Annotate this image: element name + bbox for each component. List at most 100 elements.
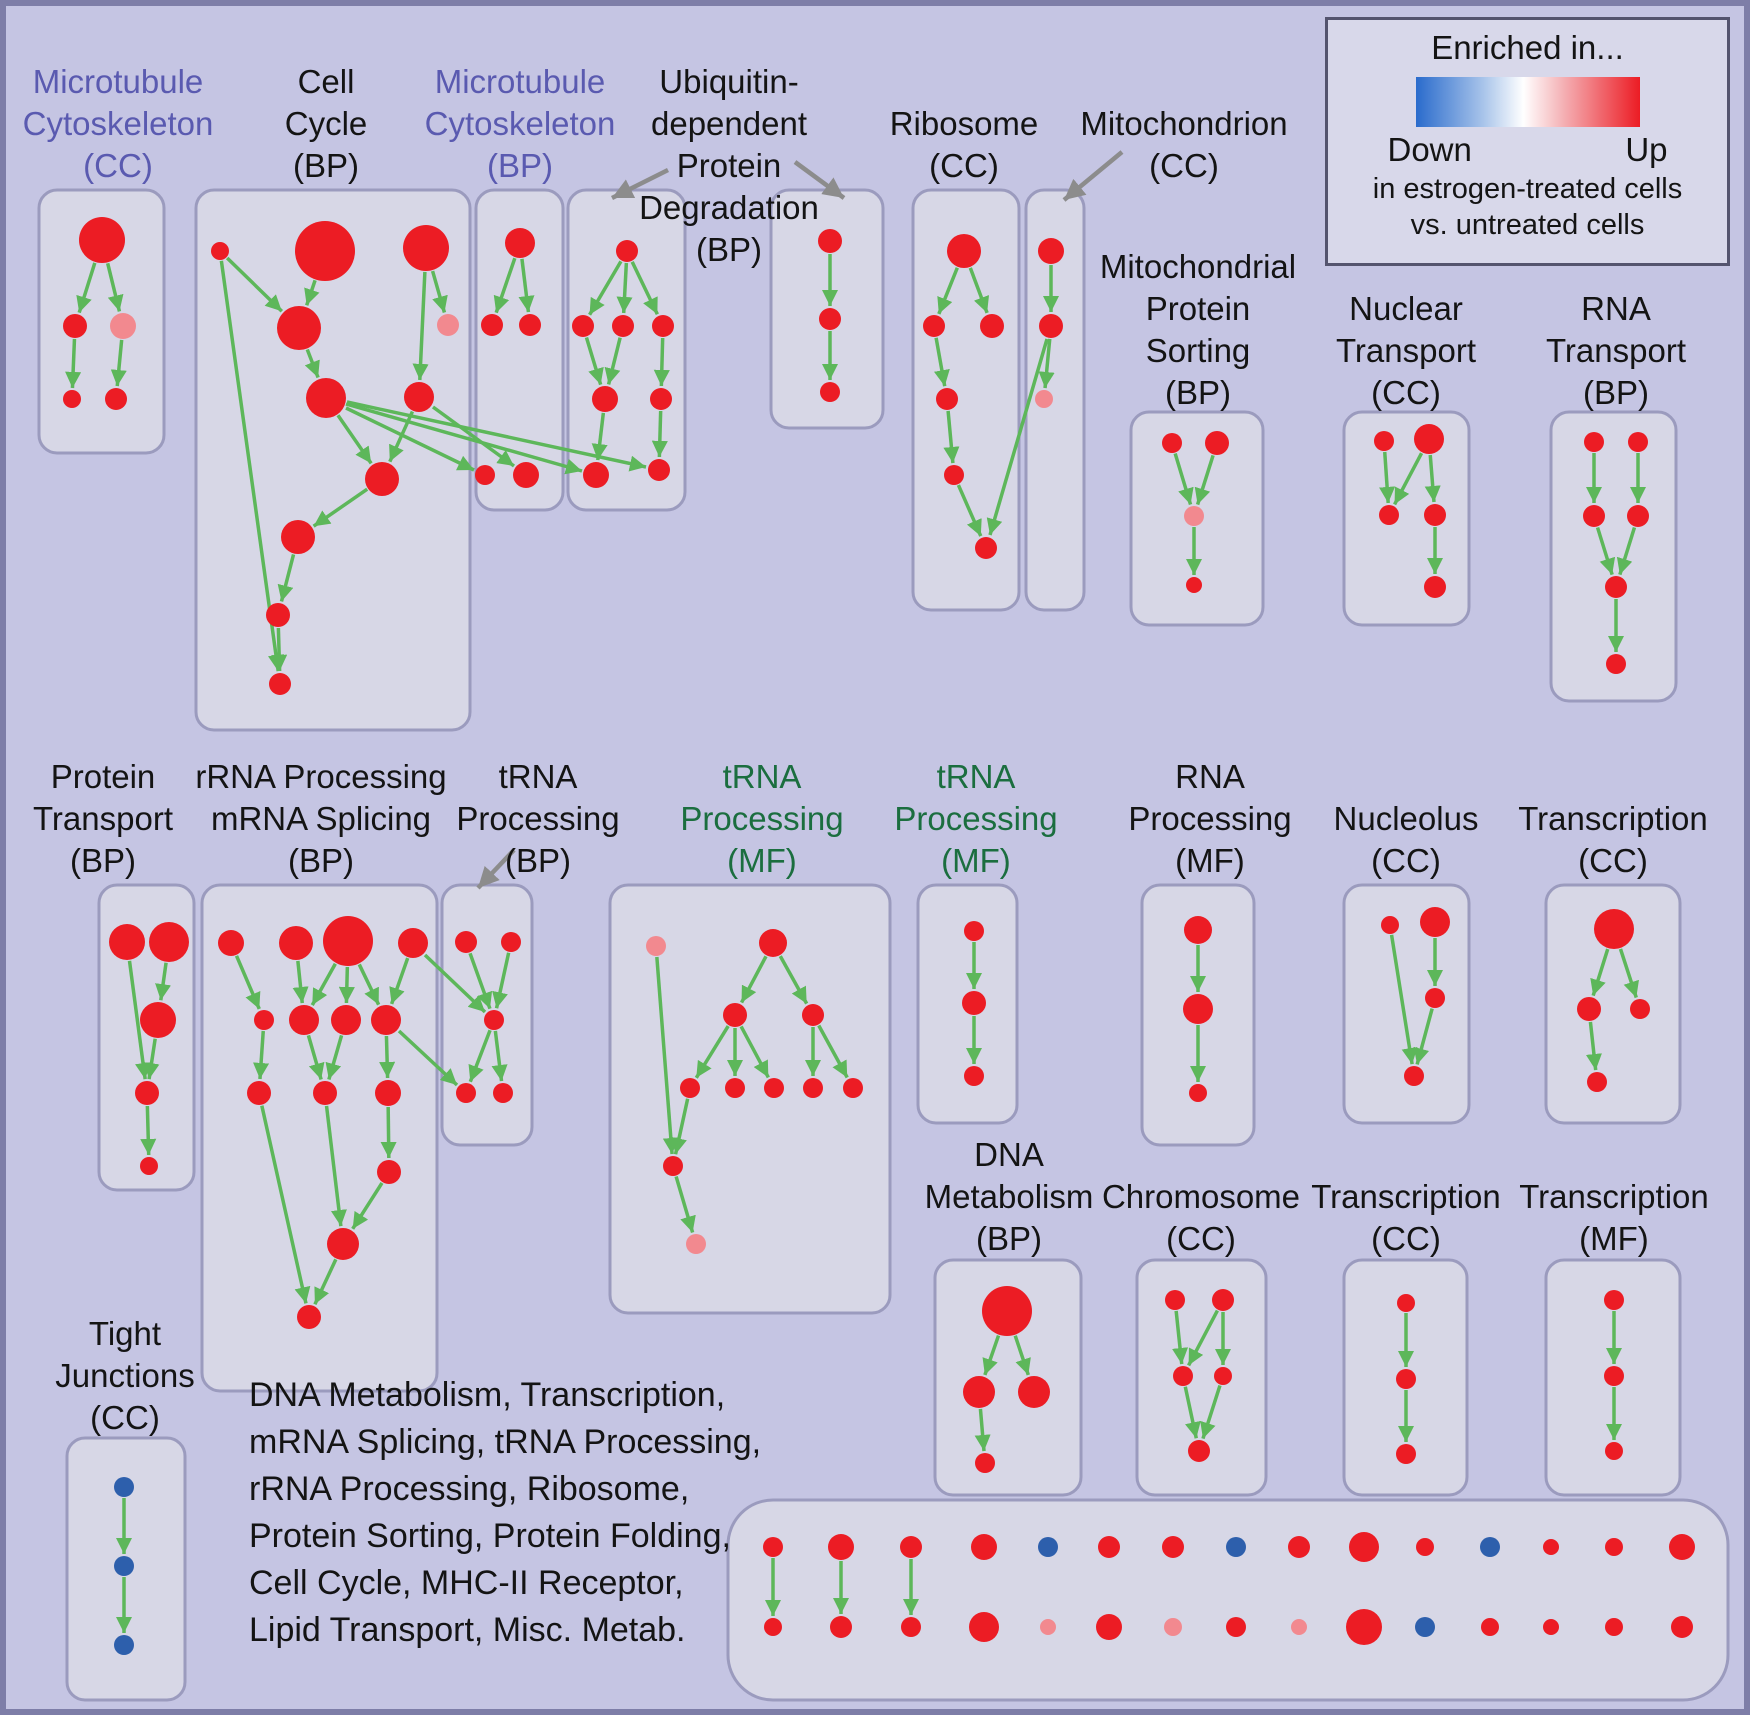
- cross-cluster-edge-arrow: [986, 338, 1049, 536]
- go-term-node-red: [680, 1078, 700, 1098]
- cluster-box-nuclear-transport-cc: [1342, 410, 1471, 627]
- cross-cluster-edge-arrow: [431, 405, 516, 468]
- cross-cluster-edge-arrow: [346, 400, 647, 472]
- go-term-node-red: [572, 315, 594, 337]
- edge-arrow: [219, 260, 284, 672]
- edge-arrow: [105, 262, 124, 312]
- go-term-node-red: [820, 382, 840, 402]
- go-term-node-red: [592, 386, 618, 412]
- cluster-label-transcription-mf: Transcription: [1519, 1178, 1709, 1215]
- legend-gradient-bar: [1415, 77, 1640, 127]
- go-term-node-red: [1587, 1072, 1607, 1092]
- annotation-line-4: Protein Sorting, Protein Folding,: [249, 1517, 731, 1555]
- cluster-label-protein-transport-bp: Protein: [51, 758, 156, 795]
- go-term-node-red: [519, 314, 541, 336]
- edge-arrow: [313, 1258, 338, 1306]
- go-term-node-red: [803, 1078, 823, 1098]
- go-term-node-red: [1188, 1440, 1210, 1462]
- cluster-label-trna-processing-mf-1: tRNA: [723, 758, 802, 795]
- edge-arrow: [982, 1335, 1001, 1376]
- go-term-node-red: [371, 1005, 401, 1035]
- go-term-node-red: [1349, 1532, 1379, 1562]
- cluster-label-rna-transport-bp: (BP): [1583, 374, 1649, 411]
- cluster-box-microtubule-cytoskeleton-bp: [474, 188, 565, 512]
- annotation-line-6: Lipid Transport, Misc. Metab.: [249, 1611, 686, 1649]
- cluster-label-nucleolus-cc: Nucleolus: [1334, 800, 1479, 837]
- annotation-line-1: DNA Metabolism, Transcription,: [249, 1376, 726, 1414]
- go-term-node-red: [830, 1616, 852, 1638]
- cluster-label-rrna-processing-mrna-splicing-bp: (BP): [288, 842, 354, 879]
- edge-arrow: [604, 337, 622, 385]
- go-term-node-red: [1162, 433, 1182, 453]
- go-term-node-red: [493, 1083, 513, 1103]
- cluster-label-mitochondrial-protein-sorting-bp: Sorting: [1146, 332, 1251, 369]
- cluster-label-nuclear-transport-cc: Nuclear: [1349, 290, 1463, 327]
- edge-arrow: [304, 348, 320, 379]
- go-term-node-red: [1605, 1442, 1623, 1460]
- go-term-node-red: [583, 462, 609, 488]
- cluster-label-rna-transport-bp: Transport: [1546, 332, 1686, 369]
- cross-cluster-edge-arrow: [345, 402, 583, 475]
- go-term-node-red: [140, 1002, 176, 1038]
- go-term-node-red: [63, 390, 81, 408]
- go-term-node-red: [403, 225, 449, 271]
- cluster-label-tight-junctions-cc: Tight: [89, 1315, 161, 1352]
- go-term-node-pink: [1040, 1619, 1056, 1635]
- edge-arrow: [155, 962, 172, 1001]
- go-term-node-red: [218, 930, 244, 956]
- annotation-line-2: mRNA Splicing, tRNA Processing,: [249, 1423, 762, 1461]
- cross-cluster-edge-arrow: [397, 1029, 459, 1087]
- edge-arrow: [140, 1105, 157, 1156]
- cluster-label-rna-processing-mf: RNA: [1175, 758, 1245, 795]
- cluster-label-dna-metabolism-bp: DNA: [974, 1136, 1044, 1173]
- go-term-node-red: [980, 314, 1004, 338]
- go-term-node-red: [1671, 1616, 1693, 1638]
- go-term-node-red: [1226, 1617, 1246, 1637]
- cluster-label-cell-cycle-bp: (BP): [293, 147, 359, 184]
- go-term-node-red: [277, 306, 321, 350]
- go-term-node-red: [297, 1305, 321, 1329]
- cluster-label-trna-processing-bp: tRNA: [499, 758, 578, 795]
- cluster-label-chromosome-cc: (CC): [1166, 1220, 1236, 1257]
- go-term-node-red: [969, 1612, 999, 1642]
- cluster-label-microtubule-cytoskeleton-cc: Cytoskeleton: [23, 105, 214, 142]
- go-term-node-red: [1577, 997, 1601, 1021]
- label-pointer-arrow: [793, 160, 846, 200]
- cluster-label-mitochondrion-cc: (CC): [1149, 147, 1219, 184]
- go-term-node-red: [1420, 907, 1450, 937]
- go-term-node-blue: [114, 1556, 134, 1576]
- go-term-node-red: [109, 924, 145, 960]
- label-pointer-arrow: [476, 848, 516, 890]
- edge-arrow: [310, 962, 337, 1006]
- legend-caption-line2: vs. untreated cells: [1410, 209, 1645, 241]
- go-term-node-red: [947, 234, 981, 268]
- go-term-node-red: [1397, 1294, 1415, 1312]
- edge-arrow: [1038, 338, 1055, 389]
- go-term-node-red: [295, 221, 355, 281]
- go-term-node-red: [944, 465, 964, 485]
- edge-arrow: [653, 337, 670, 387]
- edge-arrow: [1618, 948, 1639, 999]
- go-term-node-red: [1018, 1376, 1050, 1408]
- go-term-node-red: [1098, 1536, 1120, 1558]
- cluster-label-transcription-cc-1: (CC): [1578, 842, 1648, 879]
- cluster-label-dna-metabolism-bp: Metabolism: [925, 1178, 1094, 1215]
- edge-arrow: [651, 410, 668, 458]
- go-term-node-red: [306, 378, 346, 418]
- legend-axis-labels: Down Up: [1388, 131, 1668, 169]
- edge-arrow: [493, 257, 517, 314]
- go-term-node-red: [105, 388, 127, 410]
- go-term-node-red: [963, 1376, 995, 1408]
- cluster-label-trna-processing-bp: (BP): [505, 842, 571, 879]
- cluster-label-microtubule-cytoskeleton-cc: (CC): [83, 147, 153, 184]
- edge-arrow: [937, 267, 959, 315]
- edge-arrow: [1173, 453, 1194, 506]
- cluster-label-microtubule-cytoskeleton-bp: Microtubule: [435, 63, 606, 100]
- go-term-node-red: [725, 1078, 745, 1098]
- go-term-node-red: [247, 1081, 271, 1105]
- go-term-node-red: [1605, 576, 1627, 598]
- misc-clusters-annotation: DNA Metabolism, Transcription, mRNA Spli…: [249, 1372, 761, 1654]
- cluster-label-protein-transport-bp: Transport: [33, 800, 173, 837]
